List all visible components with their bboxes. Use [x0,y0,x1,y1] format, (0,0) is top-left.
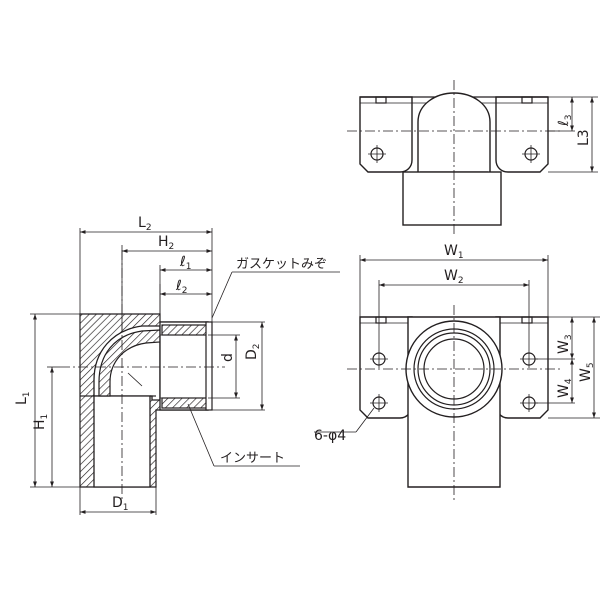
elbow-inner-wall [98,329,161,397]
dim-W3: W3 [556,334,574,354]
callout-gasket-groove: ガスケットみぞ [236,257,327,272]
section-view: L2 H2 ℓ1 ℓ2 L1 H1 D1 D2 d ガスケットみぞ インサート [14,215,340,515]
dim-l1: ℓ1 [179,254,192,272]
dim-L3: L3 [576,129,592,146]
dim-H1: H1 [32,414,50,430]
dim-W2: W2 [444,268,464,286]
callout-holes: 6-φ4 [314,428,346,444]
top-body-lower [402,171,502,226]
dim-W4: W4 [556,378,574,398]
dim-l3: ℓ3 [556,114,574,127]
insert-bottom [161,397,209,409]
callout-insert: インサート [220,451,285,466]
gasket-groove [205,321,213,411]
dim-H2: H2 [158,234,174,252]
insert-top [161,324,209,336]
top-flange-left [359,96,413,173]
dim-L1: L1 [14,391,32,405]
dim-W1: W1 [444,243,464,261]
dim-d: d [220,353,236,362]
dim-l2: ℓ2 [175,278,188,296]
front-view: W1 W2 W3 W4 W5 6-φ4 [314,243,600,500]
top-flange-right [495,96,549,173]
dim-D2: D2 [244,343,262,360]
top-view: ℓ3 L3 [347,80,598,235]
dim-L2: L2 [138,215,152,233]
dim-D1: D1 [112,495,129,513]
dim-W5: W5 [578,362,596,382]
elbow-bore-lower [93,395,151,488]
